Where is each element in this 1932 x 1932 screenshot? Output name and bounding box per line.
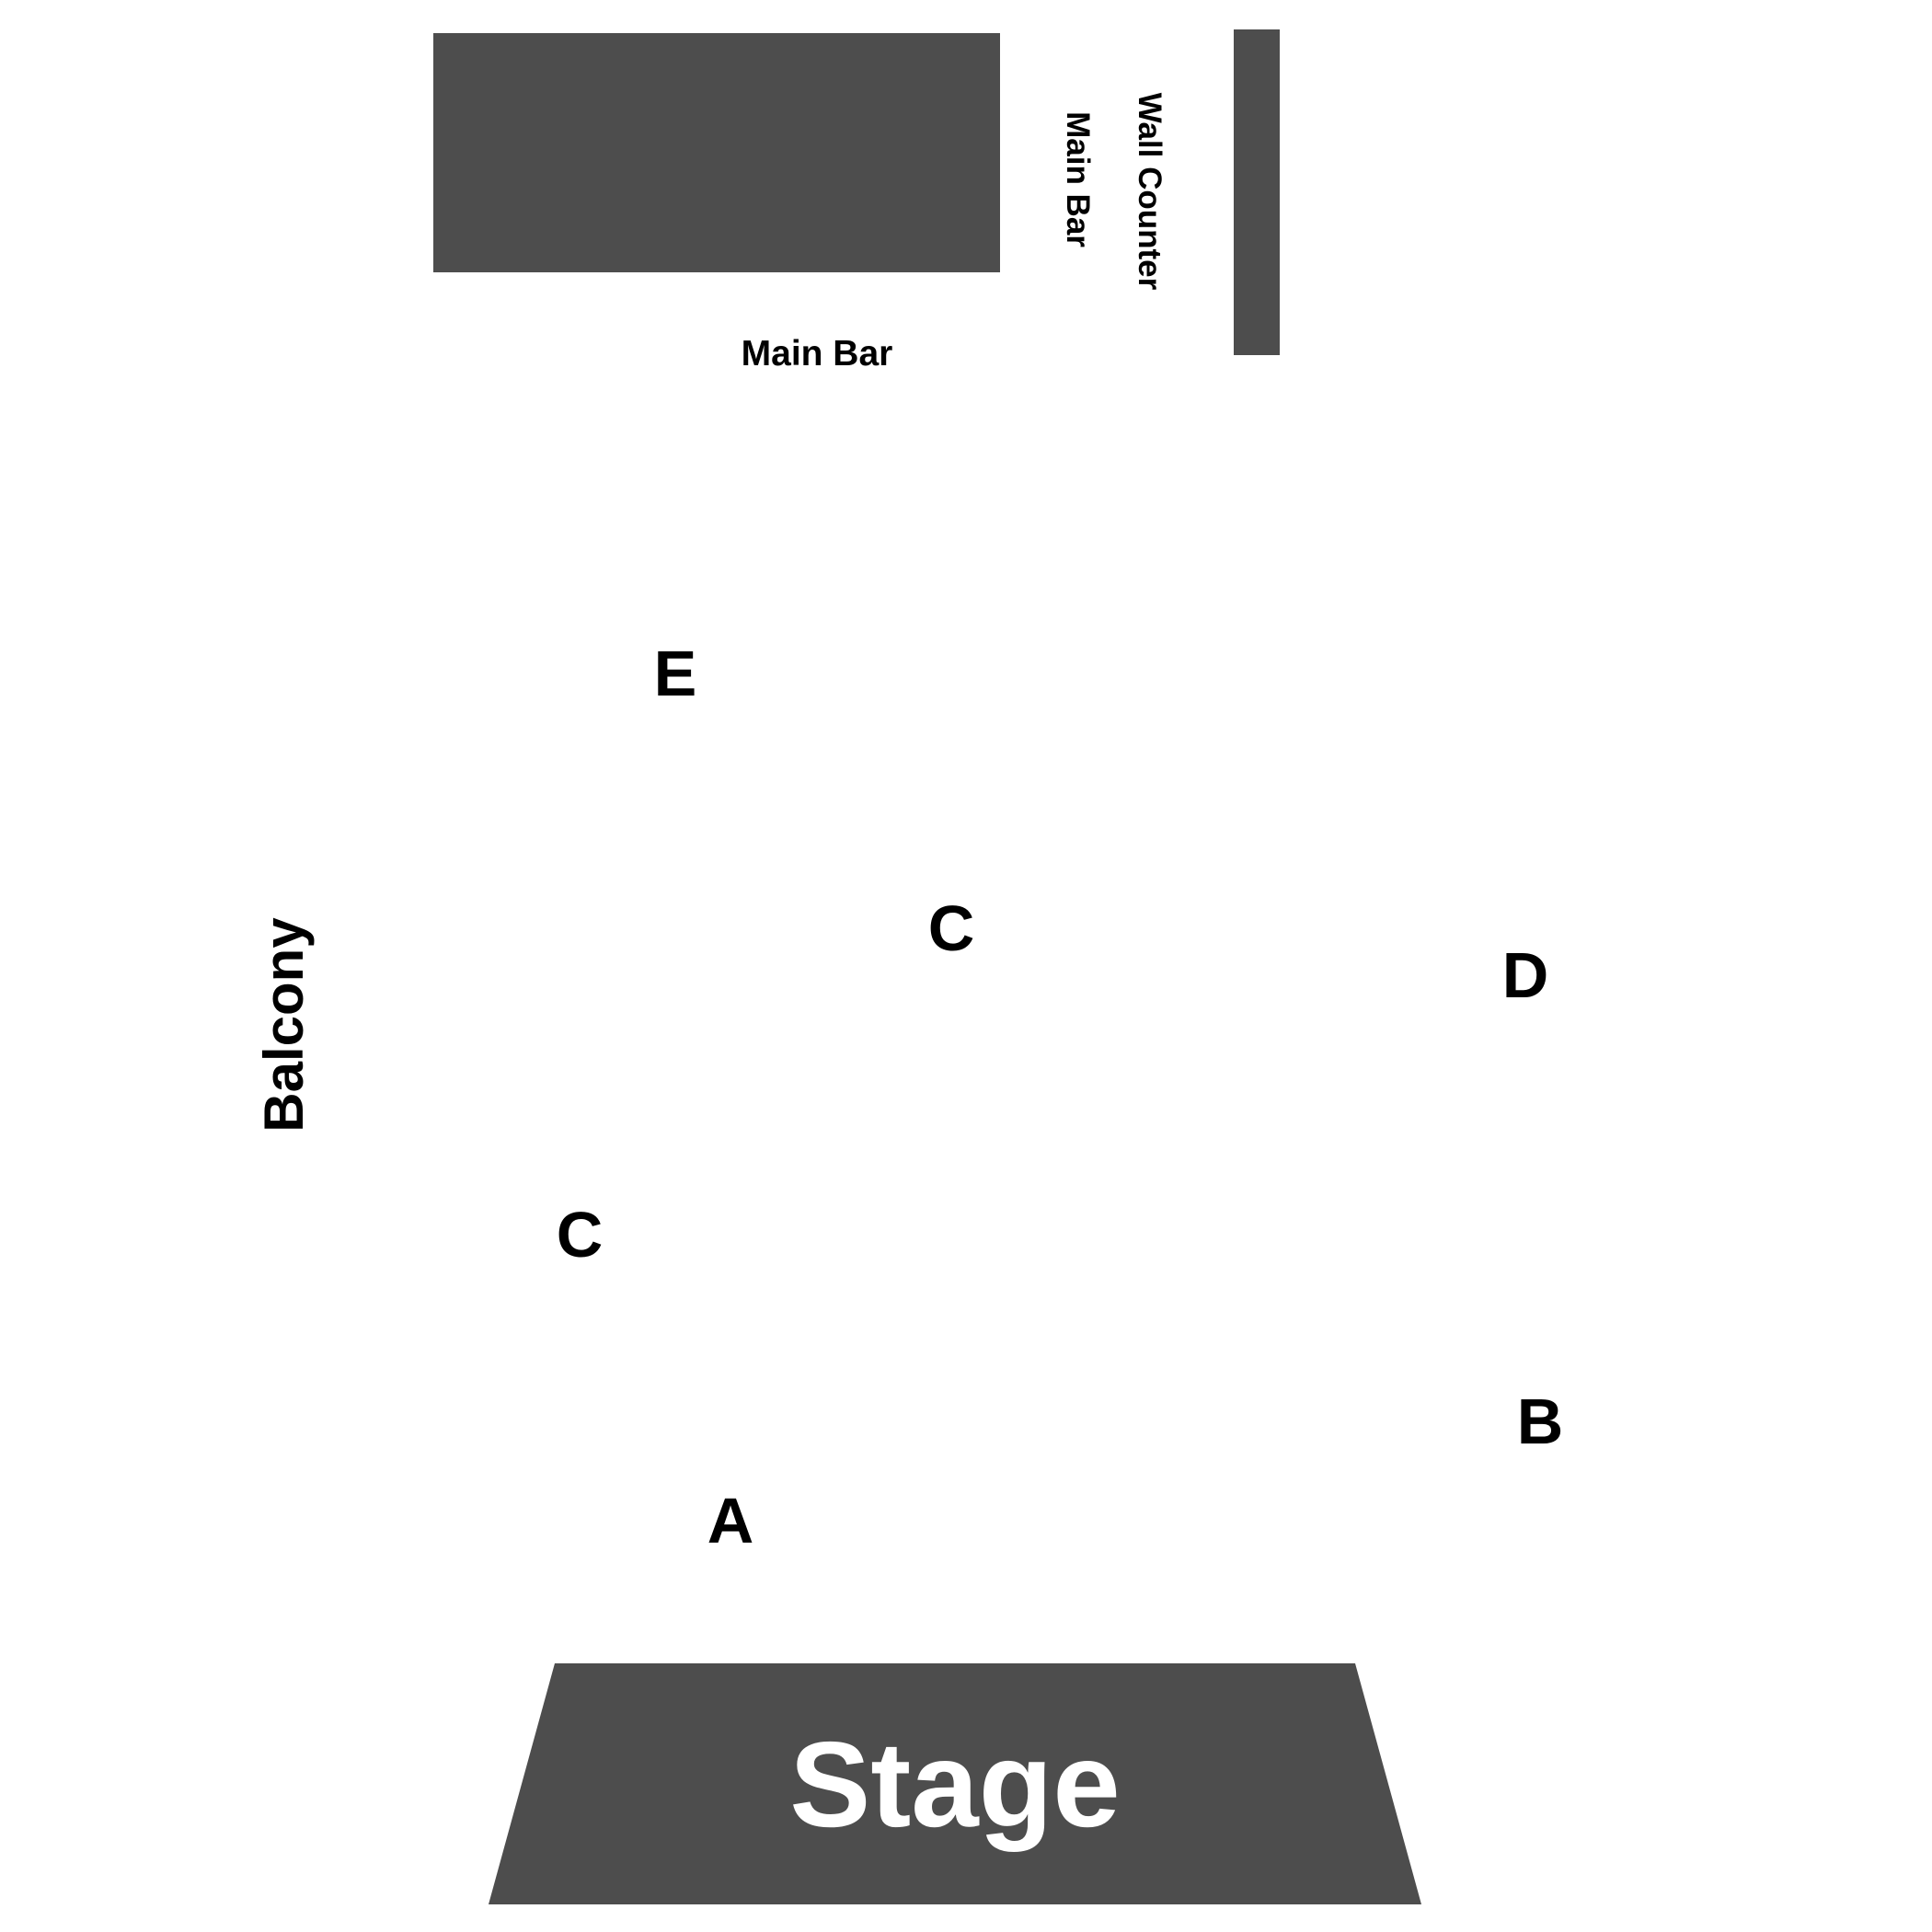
section-label-a[interactable]: A	[707, 1485, 754, 1557]
main-bar-vertical-label: Main Bar	[1060, 111, 1096, 247]
wall-counter-label: Wall Counter	[1132, 93, 1167, 291]
section-label-c-upper[interactable]: C	[928, 892, 975, 964]
section-label-c-lower[interactable]: C	[557, 1199, 604, 1271]
stage-shape[interactable]	[489, 1663, 1421, 1904]
section-label-balcony[interactable]: Balcony	[253, 917, 315, 1133]
section-label-b[interactable]: B	[1517, 1386, 1564, 1457]
wall-counter-block[interactable]	[1234, 29, 1280, 355]
section-label-d[interactable]: D	[1502, 939, 1549, 1011]
section-label-e[interactable]: E	[654, 638, 697, 709]
stage-label: Stage	[789, 1717, 1120, 1852]
main-bar-block[interactable]	[433, 33, 1000, 272]
main-bar-label: Main Bar	[742, 334, 893, 374]
